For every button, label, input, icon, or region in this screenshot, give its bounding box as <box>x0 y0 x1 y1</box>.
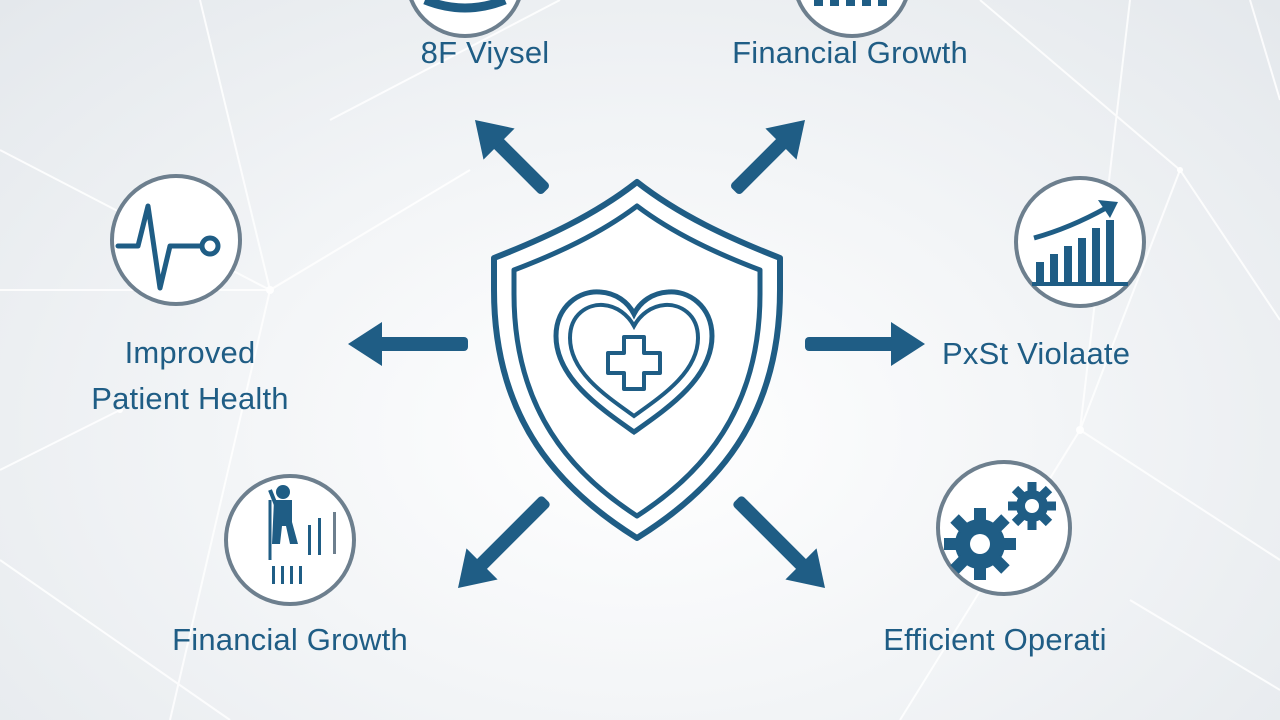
node-label-left-line-1: Improved <box>124 335 256 370</box>
node-label-left-line-2: Patient Health <box>91 381 289 416</box>
node-label-top-left: 8F Viysel <box>420 35 550 70</box>
arrow-to-top-left <box>475 120 550 195</box>
arrow-to-right <box>805 322 925 366</box>
person-growth-icon <box>268 485 336 584</box>
node-label-bottom-right: Efficient Operati <box>883 622 1107 657</box>
gears-icon <box>944 482 1056 580</box>
heartbeat-stethoscope-icon <box>115 203 221 291</box>
bottom-right-icon-circle <box>936 460 1072 596</box>
arrows <box>348 120 925 588</box>
growth-bar-chart-icon <box>1032 200 1128 286</box>
node-label-bottom-left: Financial Growth <box>172 622 408 657</box>
top-left-icon-circle <box>409 0 521 38</box>
top-right-icon-circle <box>796 0 908 38</box>
partial-bar-icon <box>814 0 887 6</box>
node-label-left: Improved Patient Health <box>40 330 340 422</box>
right-icon-circle <box>1014 176 1146 308</box>
arrow-to-bottom-left <box>458 496 550 588</box>
partial-circle-icon <box>423 0 507 13</box>
node-label-top-right: Financial Growth <box>732 35 968 70</box>
left-icon-circle <box>110 174 242 306</box>
network-nodes <box>117 167 1183 434</box>
arrow-to-left <box>348 322 468 366</box>
arrow-to-bottom-right <box>733 496 825 588</box>
medical-cross-icon <box>606 335 662 391</box>
bottom-left-icon-circle <box>224 474 356 606</box>
node-label-right: PxSt Violaate <box>942 336 1131 371</box>
arrow-to-top-right <box>730 120 805 195</box>
shield-heart-cross-icon <box>491 179 783 541</box>
